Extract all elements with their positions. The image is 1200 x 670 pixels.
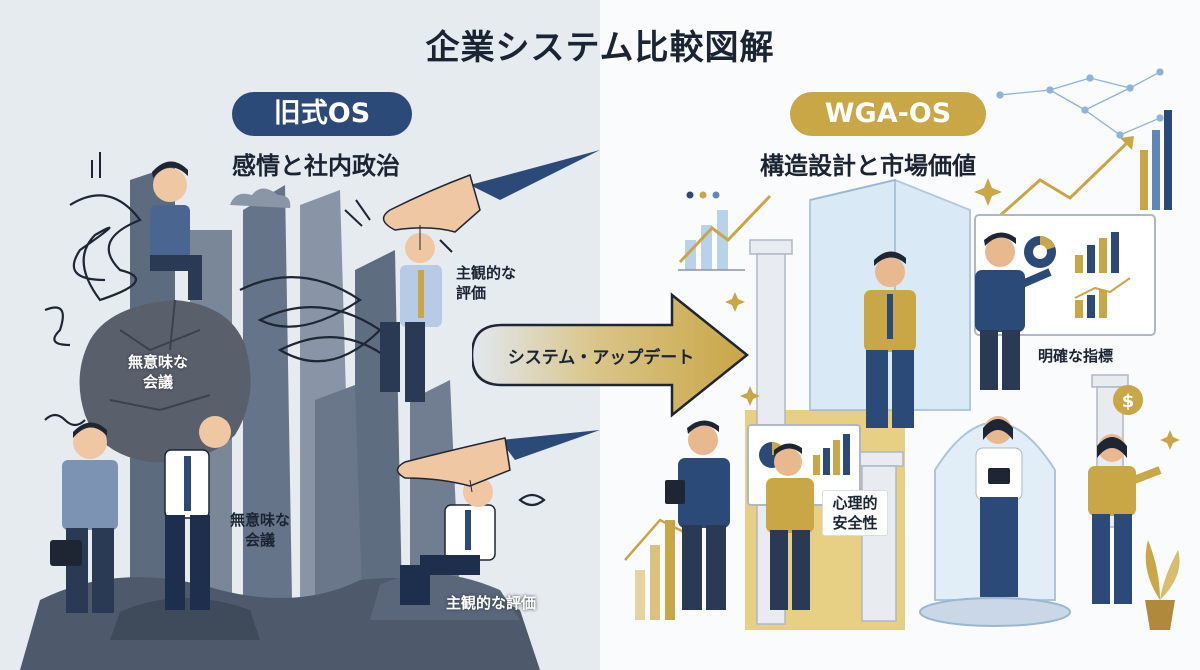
growth-arrow [994,110,1172,222]
man-gold-sweater [766,443,814,610]
wga-os-subtitle: 構造設計と市場価値 [760,152,976,180]
presenter [975,232,1052,390]
psych-safety-label: 心理的 安全性 [822,490,888,536]
clear-metrics-label: 明確な指標 [1038,347,1114,365]
man-pushing-boulder [164,416,231,610]
page-title: 企業システム比較図解 [425,28,775,68]
dollar-coin-icon: $ [1113,385,1143,415]
man-with-tablet [665,420,730,610]
kneeling-man [400,477,496,605]
stressed-man-sitting [150,161,202,300]
stress-icon [91,152,453,253]
woman-with-tablet [975,416,1023,597]
wga-os-illustration: $ [624,68,1180,630]
meaningless-meeting-label: 無意味な 会議 [229,511,290,549]
tired-man-briefcase [50,422,118,613]
old-os-badge: 旧式OS [232,92,412,136]
confident-leader [864,251,916,428]
system-update-arrow [472,292,750,418]
old-os-illustration [20,150,600,670]
woman-gesturing [1088,434,1162,604]
storm-cloud [230,188,291,208]
puppet-hand-icon [382,150,600,493]
growth-chart-icon [678,191,772,271]
svg-text:$: $ [1122,391,1135,412]
system-update-label: システム・アップデート [507,348,695,368]
old-os-subtitle: 感情と社内政治 [232,152,400,180]
network-icon [996,68,1164,139]
subjective-eval-label-top: 主観的な 評価 [456,264,517,302]
sparkle-icon [725,178,1180,450]
boulder-label: 無意味な 会議 [127,353,188,391]
chaos-scribble-icon [44,194,546,507]
plant [1145,540,1180,630]
wga-os-badge: WGA-OS [790,92,986,136]
subjective-eval-label-bottom: 主観的な評価 [446,594,537,612]
